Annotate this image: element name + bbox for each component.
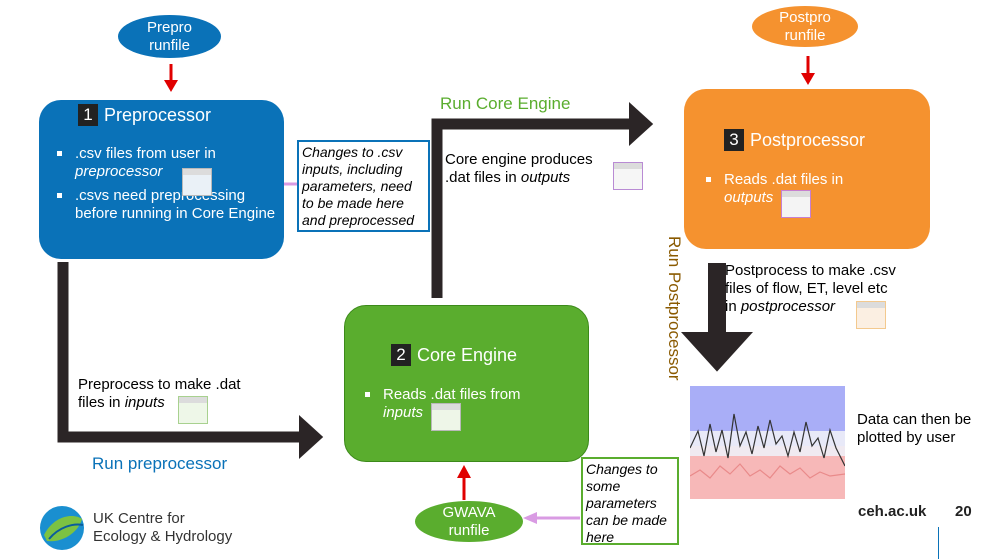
postprocess-make-line3: in [725,298,741,315]
preprocessor-number: 1 [78,104,98,126]
core-engine-bullet-folder: inputs [383,404,424,421]
postprocessor-bullet: Reads .dat files in outputs [702,171,922,207]
core-output-line2: .dat files in [445,169,521,186]
logo-text: UK Centre for Ecology & Hydrology [93,510,232,546]
preprocessor-bullet-1-folder: preprocessor [75,163,163,180]
postprocess-make-folder: postprocessor [740,298,836,315]
prepro-runfile: Prepro runfile [118,15,221,58]
core-engine-box: 2 Core Engine Reads .dat files from inpu… [344,305,589,462]
preprocessor-title-text: Preprocessor [104,104,212,125]
preprocessor-bullet-1-text: .csv files from user in [75,145,216,162]
website-link[interactable]: ceh.ac.uk [858,503,927,520]
postprocessor-number: 3 [724,129,744,151]
postprocessor-bullets: Reads .dat files in outputs [702,171,922,213]
ukceh-logo-icon [40,506,84,550]
arrow-core-to-post [431,102,654,298]
core-output-text: Core engine produces .dat files in outpu… [445,151,620,187]
postprocess-make-text: Postprocess to make .csv files of flow, … [725,262,945,316]
postprocessor-bullet-folder: outputs [724,189,774,206]
plot-caption: Data can then be plotted by user [857,411,972,446]
preprocessor-bullets: .csv files from user in preprocessor .cs… [53,145,278,229]
core-engine-number: 2 [391,344,411,366]
plot-series-line [690,413,845,467]
preprocessor-bullet-2: .csvs need preprocessing before running … [53,187,280,223]
run-preprocessor-label: Run preprocessor [92,454,228,473]
core-engine-bullet-text: Reads .dat files from [383,386,521,403]
preprocessor-bullet-1: .csv files from user in preprocessor [53,145,278,181]
preprocess-make-line2: files in [78,394,125,411]
core-engine-title: 2 Core Engine [391,344,517,366]
core-engine-title-text: Core Engine [417,344,518,365]
preprocessor-bullet-2-text: .csvs need preprocessing before running … [75,187,276,222]
footer-divider [938,527,939,559]
core-output-line1: Core engine produces [445,151,593,168]
run-postprocessor-label: Run Postprocessor [665,236,684,381]
logo-line-1: UK Centre for [93,510,185,527]
preprocessor-box: 1 Preprocessor .csv files from user in p… [39,100,284,259]
postprocessor-box: 3 Postprocessor Reads .dat files in outp… [684,89,930,249]
postprocess-make-line1: Postprocess to make .csv [725,262,896,279]
postprocessor-title-text: Postprocessor [750,129,866,150]
plot-series-line-2 [690,463,845,479]
preprocessor-folder-icon [182,168,212,196]
csv-changes-note: Changes to .csv inputs, including parame… [297,140,430,232]
core-output-folder: outputs [520,169,571,186]
logo-line-2: Ecology & Hydrology [93,528,233,545]
arrow-pre-to-core [57,262,324,459]
preprocess-make-line1: Preprocess to make .dat [78,376,241,393]
postprocess-make-line2: files of flow, ET, level etc [725,280,888,297]
postpro-runfile: Postpro runfile [752,6,858,47]
preprocess-folder-icon [178,396,208,424]
parameter-changes-note: Changes to some parameters can be made h… [581,457,679,545]
preprocessor-title: 1 Preprocessor [78,104,211,126]
run-core-engine-label: Run Core Engine [440,94,571,113]
core-output-folder-icon [613,162,643,190]
postprocessor-title: 3 Postprocessor [724,129,865,151]
postprocess-folder-icon [856,301,886,329]
preprocess-make-folder: inputs [124,394,165,411]
core-engine-bullets: Reads .dat files from inputs [361,386,581,428]
page-number: 20 [955,503,972,520]
preprocess-make-text: Preprocess to make .dat files in inputs [78,376,278,412]
gwava-runfile: GWAVA runfile [415,501,523,542]
plot-thumbnail [690,386,845,499]
postprocessor-bullet-text: Reads .dat files in [724,171,844,188]
core-engine-folder-icon [431,403,461,431]
core-engine-bullet: Reads .dat files from inputs [361,386,581,422]
postprocessor-folder-icon [781,190,811,218]
